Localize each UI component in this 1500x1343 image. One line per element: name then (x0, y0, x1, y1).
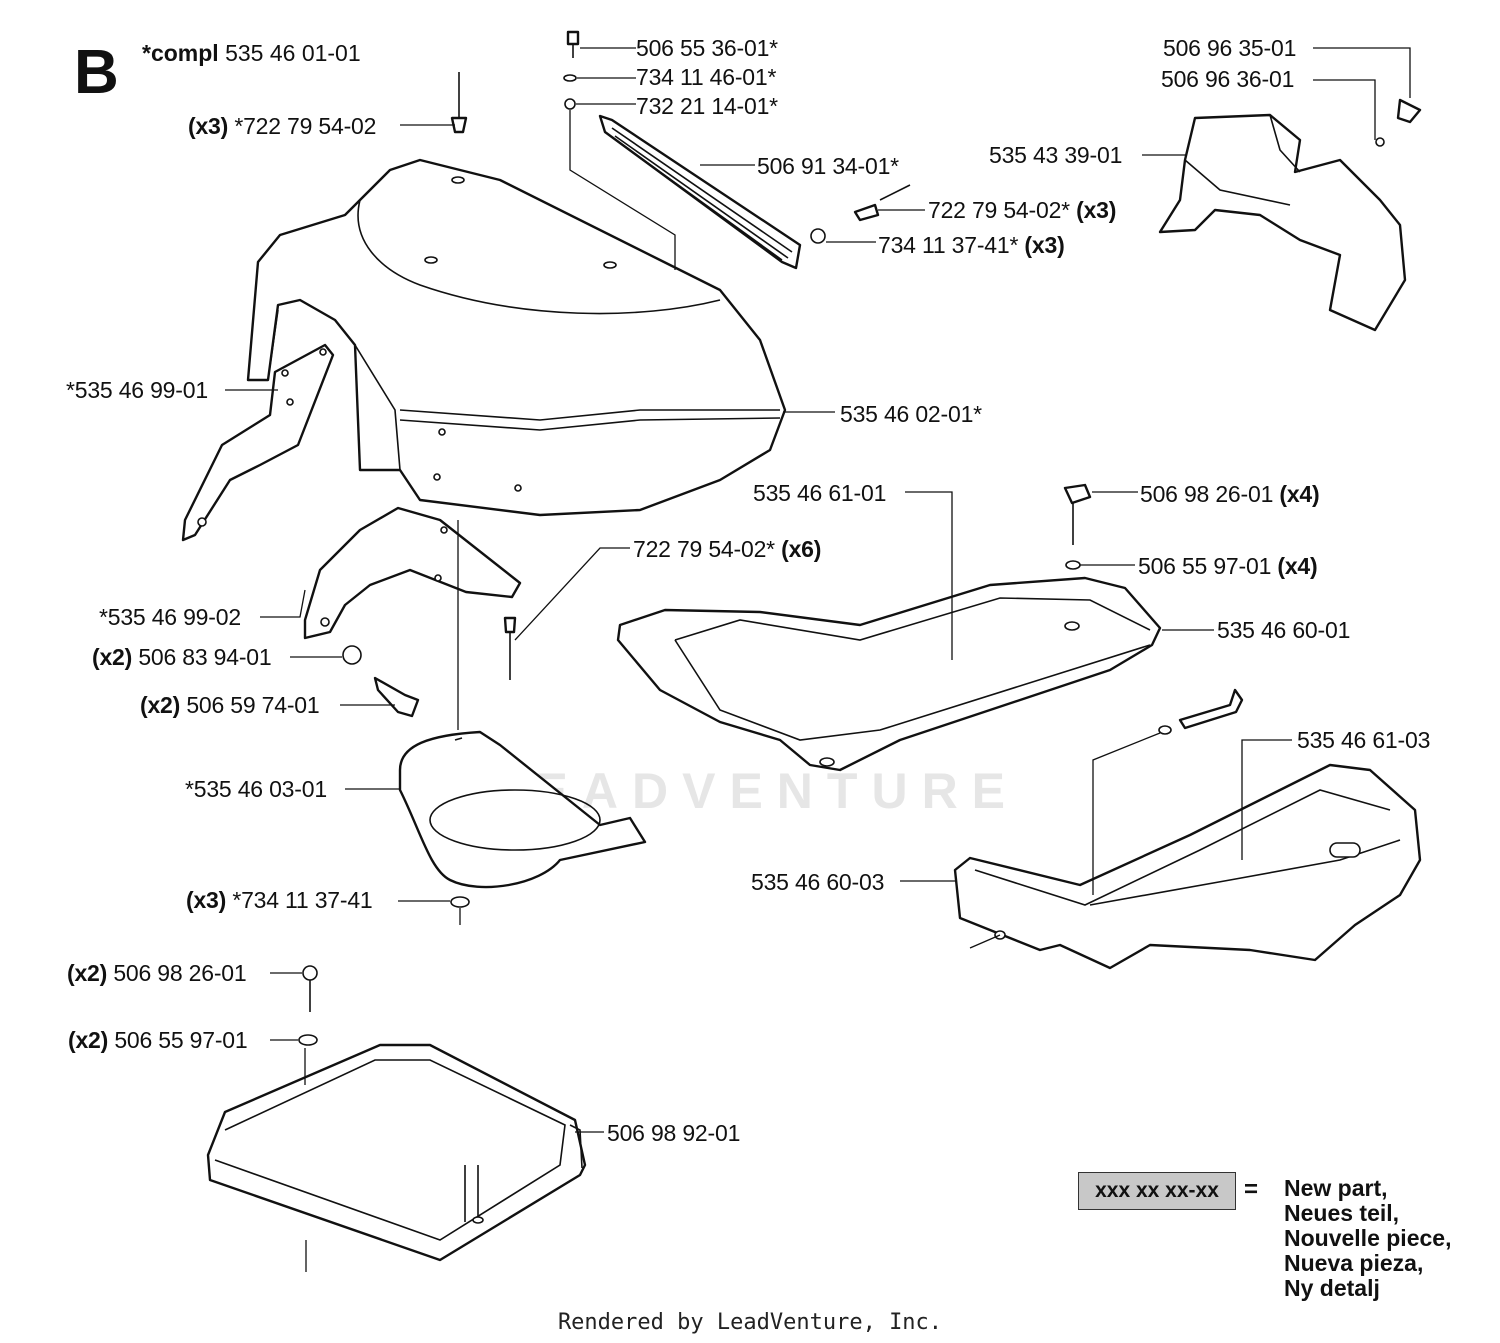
part-label: 535 46 61-01 (753, 480, 887, 506)
part-label: 535 46 61-03 (1297, 727, 1431, 753)
qty: (x2) (140, 692, 181, 718)
part-number: 506 55 97-01 (1138, 553, 1272, 579)
part-label: 535 43 39-01 (989, 142, 1123, 168)
part-label: 535 46 02-01* (840, 401, 982, 427)
qty: (x3) (1076, 197, 1117, 223)
qty: (x2) (67, 960, 108, 986)
legend-new-part-swatch: xxx xx xx-xx (1078, 1172, 1236, 1210)
legend-line: Ny detalj (1284, 1275, 1380, 1301)
part-number: 722 79 54-02* (928, 197, 1070, 223)
legend-equals: = (1244, 1176, 1259, 1203)
part-label: 732 21 14-01* (636, 93, 778, 119)
part-number: 734 11 37-41* (878, 232, 1019, 258)
legend-line: New part, (1284, 1175, 1388, 1201)
part-number: 506 98 26-01 (1140, 481, 1274, 507)
part-number: 506 83 94-01 (138, 644, 272, 670)
part-label: 506 55 97-01 (x4) (1138, 553, 1318, 579)
part-label: *535 46 99-01 (66, 377, 208, 403)
qty: (x4) (1279, 481, 1320, 507)
part-label: 535 46 60-01 (1217, 617, 1351, 643)
part-label: *535 46 99-02 (99, 604, 241, 630)
qty: (x4) (1277, 553, 1318, 579)
legend-text: New part, Neues teil, Nouvelle piece, Nu… (1284, 1176, 1451, 1301)
part-label: *535 46 03-01 (185, 776, 327, 802)
part-label: 734 11 37-41* (x3) (878, 232, 1065, 258)
fasteners (298, 30, 1422, 1046)
bowl-cover (398, 730, 647, 889)
seat-pan (616, 576, 1162, 772)
part-label: (x2) 506 98 26-01 (67, 960, 247, 986)
compl-prefix: *compl (142, 40, 219, 66)
part-label: 506 96 35-01 (1163, 35, 1297, 61)
qty: (x2) (68, 1027, 109, 1053)
part-number: 506 55 97-01 (114, 1027, 248, 1053)
part-label: 506 98 26-01 (x4) (1140, 481, 1320, 507)
base-frame (953, 763, 1422, 970)
section-letter: B (74, 38, 119, 107)
qty: (x2) (92, 644, 133, 670)
qty: (x3) (188, 113, 229, 139)
lower-cover-box (206, 1043, 587, 1262)
part-number: 722 79 54-02* (633, 536, 775, 562)
part-label: 722 79 54-02* (x6) (633, 536, 821, 562)
part-label: (x2) 506 83 94-01 (92, 644, 272, 670)
part-label: (x2) 506 59 74-01 (140, 692, 320, 718)
qty: (x3) (186, 887, 227, 913)
qty: (x6) (781, 536, 822, 562)
leader-lines (225, 47, 1411, 1272)
part-label: 506 55 36-01* (636, 35, 778, 61)
part-label: 506 91 34-01* (757, 153, 899, 179)
part-number: *722 79 54-02 (234, 113, 377, 139)
legend-line: Nouvelle piece, (1284, 1225, 1452, 1251)
part-number: 506 59 74-01 (186, 692, 320, 718)
part-label: (x2) 506 55 97-01 (68, 1027, 248, 1053)
legend-line: Neues teil, (1284, 1200, 1400, 1226)
part-label: 535 46 60-03 (751, 869, 885, 895)
part-label: (x3) *722 79 54-02 (188, 113, 376, 139)
part-label: (x3) *734 11 37-41 (186, 887, 373, 913)
part-label: 722 79 54-02* (x3) (928, 197, 1116, 223)
compl-number: 535 46 01-01 (225, 40, 361, 66)
legend-line: Nueva pieza, (1284, 1250, 1424, 1276)
complete-assembly-label: *compl 535 46 01-01 (142, 40, 361, 66)
part-number: 506 98 26-01 (113, 960, 247, 986)
hood-cover (246, 158, 787, 517)
footer-credit: Rendered by LeadVenture, Inc. (557, 1310, 943, 1335)
grille (598, 114, 802, 270)
bracket-left-lower (303, 506, 522, 640)
part-label: 506 98 92-01 (607, 1120, 741, 1146)
part-label: 734 11 46-01* (636, 64, 777, 90)
qty: (x3) (1024, 232, 1065, 258)
part-label: 506 96 36-01 (1161, 66, 1295, 92)
bracket-left-upper (181, 343, 335, 542)
part-number: *734 11 37-41 (232, 887, 373, 913)
side-shield-right (1158, 113, 1407, 332)
